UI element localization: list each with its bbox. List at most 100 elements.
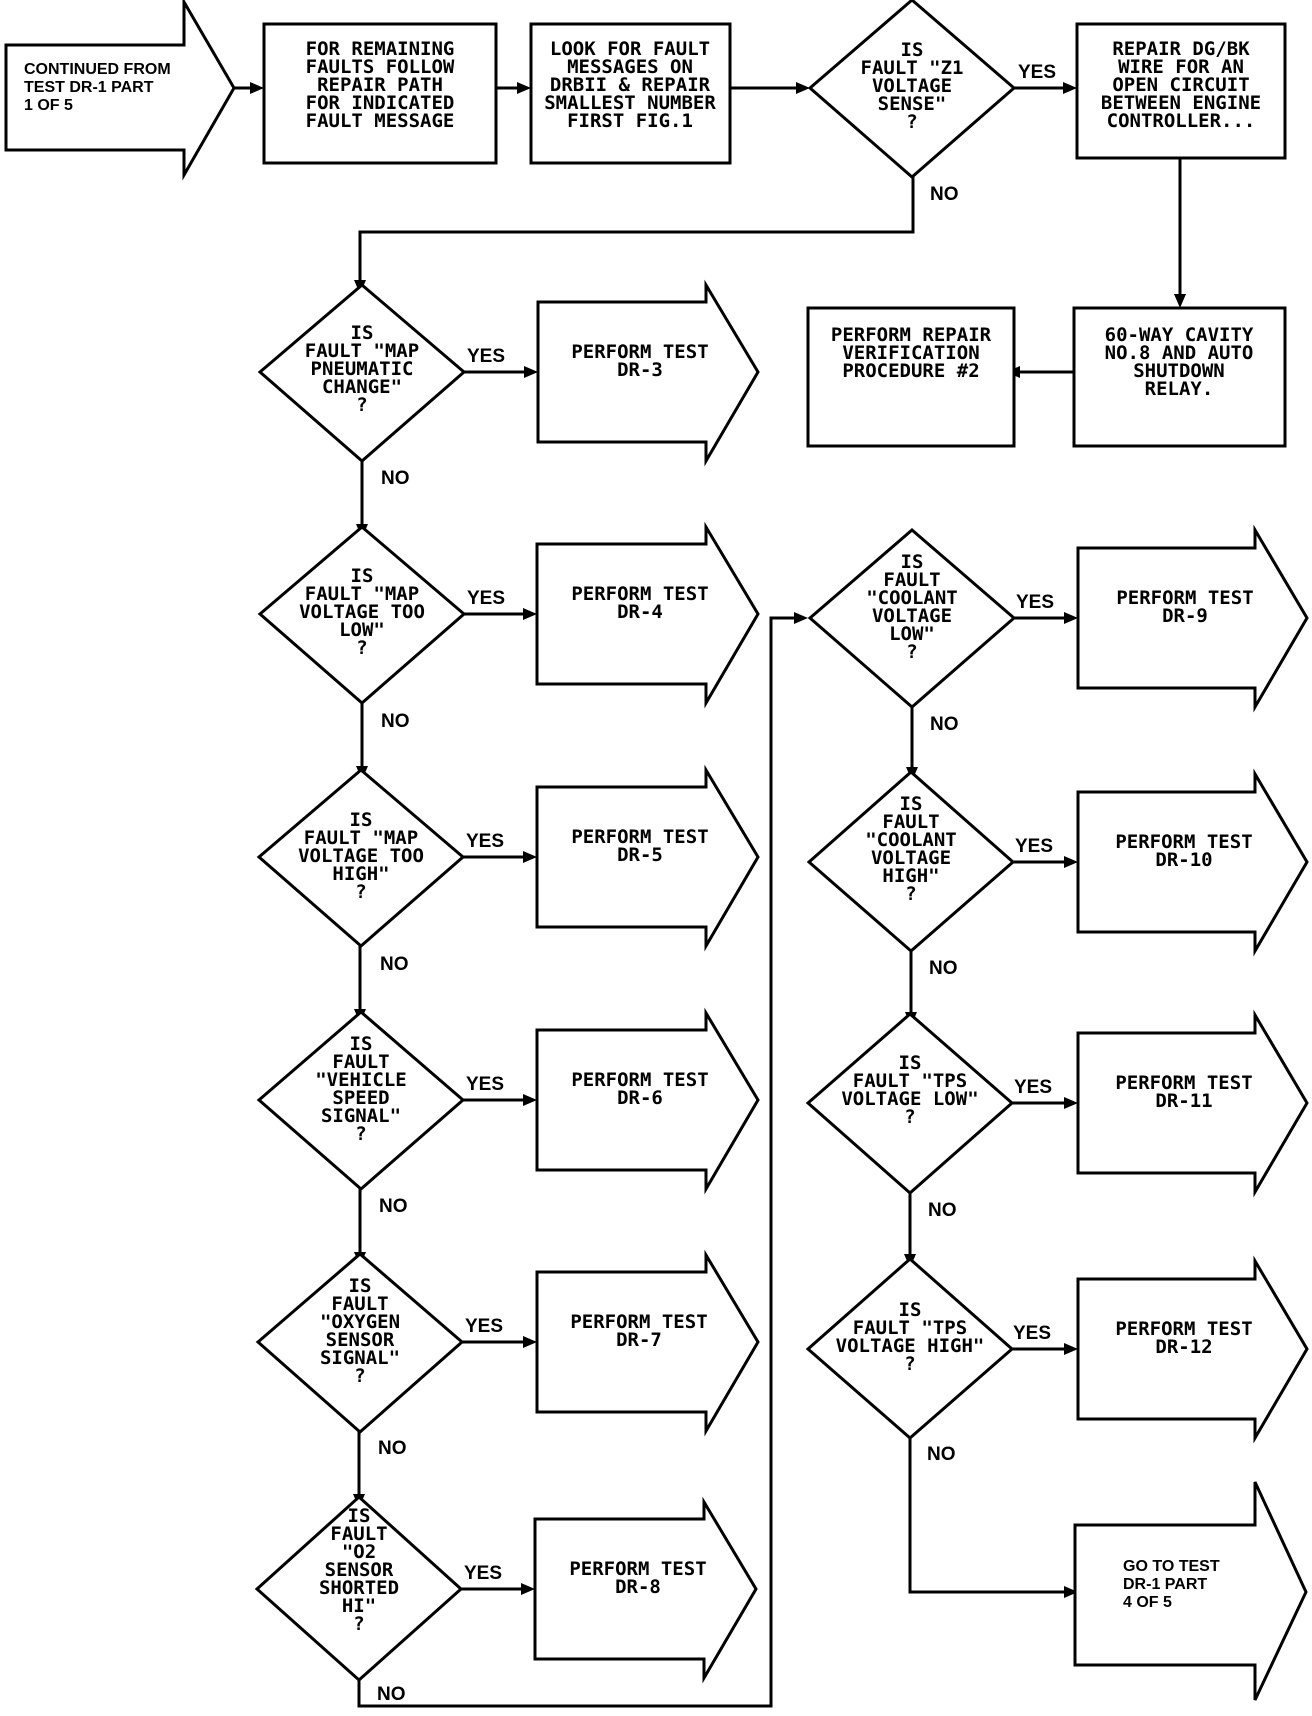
test-dr8-arrow [533,1496,758,1684]
decision-tps-voltage-low [805,1012,1015,1196]
decision-o2-sensor-shorted-hi [254,1494,464,1683]
decision-coolant-voltage-low [807,528,1017,709]
no-label: NO [377,1684,406,1705]
yes-label: YES [1016,592,1054,613]
test-dr10-arrow [1076,768,1309,957]
arrowhead [521,1583,535,1595]
no-label: NO [930,714,959,735]
step-verification [806,306,1016,448]
connector-tps-high-no [908,1436,1066,1594]
arrowheads [250,82,1186,1598]
arrowhead [1174,294,1186,308]
connectors [234,86,1182,1708]
arrowhead [523,608,537,620]
arrowhead [523,851,537,863]
decision-map-voltage-too-low [257,525,467,705]
start-arrow [4,0,236,181]
test-dr4-arrow [535,521,760,709]
decision-oxygen-sensor-signal [255,1252,465,1435]
connector-o2-shorted-no [357,616,796,1708]
connector-z1-no [358,175,915,282]
arrowhead [1064,856,1078,868]
decision-map-voltage-too-high [256,768,466,948]
yes-label: YES [1015,836,1053,857]
yes-label: YES [466,1074,504,1095]
arrowhead [523,1094,537,1106]
test-dr12-arrow [1076,1255,1309,1444]
test-dr11-arrow [1076,1009,1309,1198]
yes-label: YES [1018,62,1056,83]
yes-label: YES [1014,1077,1052,1098]
arrowhead [1064,1343,1078,1355]
arrowhead [250,82,264,94]
end-arrow [1073,1481,1308,1701]
test-dr7-arrow [535,1249,760,1437]
test-dr6-arrow [535,1007,760,1195]
arrowhead [794,612,808,624]
test-dr3-arrow [536,279,760,467]
yes-label: YES [1013,1323,1051,1344]
arrowhead [524,366,538,378]
test-dr5-arrow [535,764,760,952]
no-label: NO [379,1196,408,1217]
yes-label: YES [467,588,505,609]
arrowhead [1063,82,1077,94]
arrowhead [796,82,810,94]
yes-label: YES [465,1316,503,1337]
decision-z1-voltage-sense [807,0,1017,179]
step-look-for-fault [529,22,732,165]
decision-map-pneumatic-change [257,283,467,463]
decision-tps-voltage-high [805,1256,1015,1440]
no-label: NO [930,184,959,205]
no-label: NO [381,711,410,732]
no-label: NO [378,1438,407,1459]
arrowhead [1064,1097,1078,1109]
arrowhead [1064,612,1078,624]
no-label: NO [927,1444,956,1465]
yes-label: YES [464,1563,502,1584]
arrowhead [523,1336,537,1348]
no-label: NO [381,468,410,489]
decision-coolant-voltage-high [806,769,1016,953]
no-label: NO [928,1200,957,1221]
step-cavity [1072,306,1287,448]
step-repair-dgbk [1075,22,1287,160]
step-remaining-faults [262,22,498,165]
arrowhead [517,82,531,94]
no-label: NO [380,954,409,975]
yes-label: YES [466,831,504,852]
arrowhead [1064,1586,1078,1598]
test-dr9-arrow [1076,524,1309,713]
no-label: NO [929,958,958,979]
decision-vehicle-speed-signal [256,1010,466,1191]
